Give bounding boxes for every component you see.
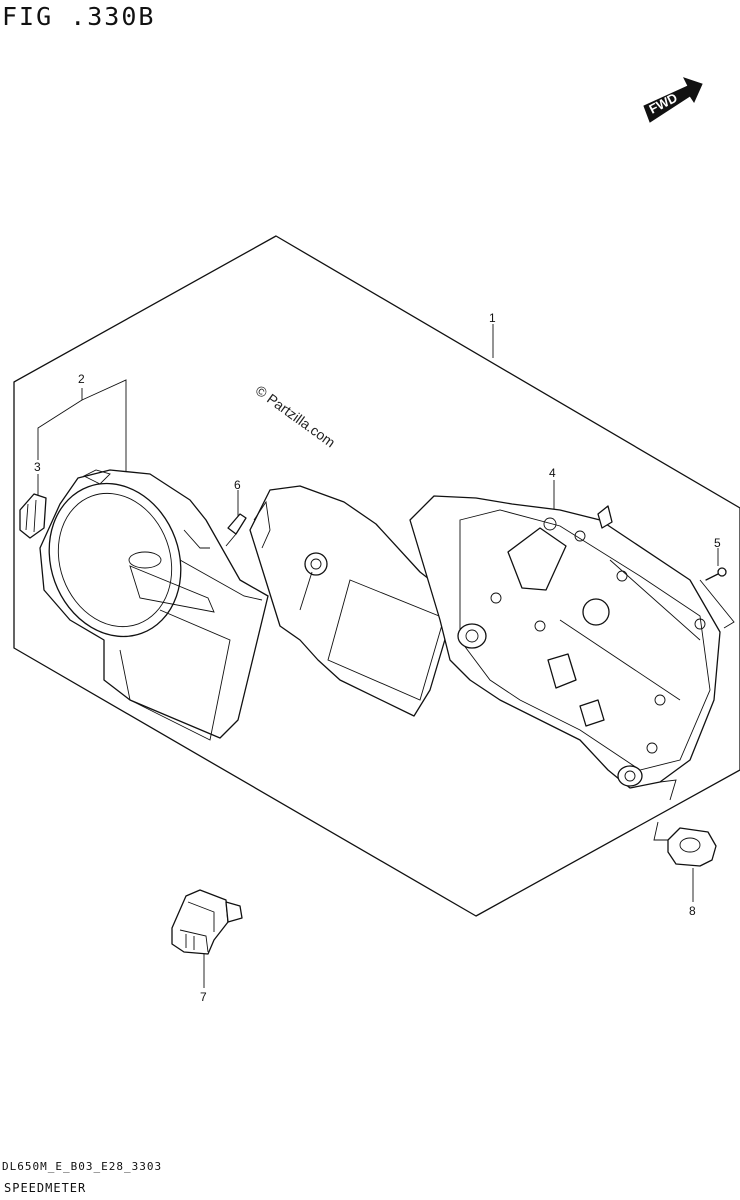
meter-board — [249, 485, 457, 717]
footer-name: SPEEDMETER — [4, 1181, 87, 1195]
callout-6: 6 — [234, 478, 241, 492]
screw-part-5 — [705, 567, 727, 581]
grommet-part — [667, 827, 717, 867]
callout-7: 7 — [200, 990, 207, 1004]
callout-2: 2 — [78, 372, 85, 386]
clip-part — [19, 493, 47, 539]
lower-case-part — [409, 495, 721, 789]
connector-part — [171, 889, 243, 955]
upper-case-part — [39, 469, 269, 741]
callout-4: 4 — [549, 466, 556, 480]
fwd-arrow-icon: FWD — [643, 77, 703, 123]
callout-5: 5 — [714, 536, 721, 550]
footer-code: DL650M_E_B03_E28_3303 — [2, 1160, 163, 1173]
callout-3: 3 — [34, 460, 41, 474]
figure-title: FIG .330B — [2, 2, 156, 31]
assembly-boundary — [13, 235, 740, 917]
callout-1: 1 — [489, 311, 496, 325]
callout-8: 8 — [689, 904, 696, 918]
screw-part-6 — [225, 513, 247, 547]
